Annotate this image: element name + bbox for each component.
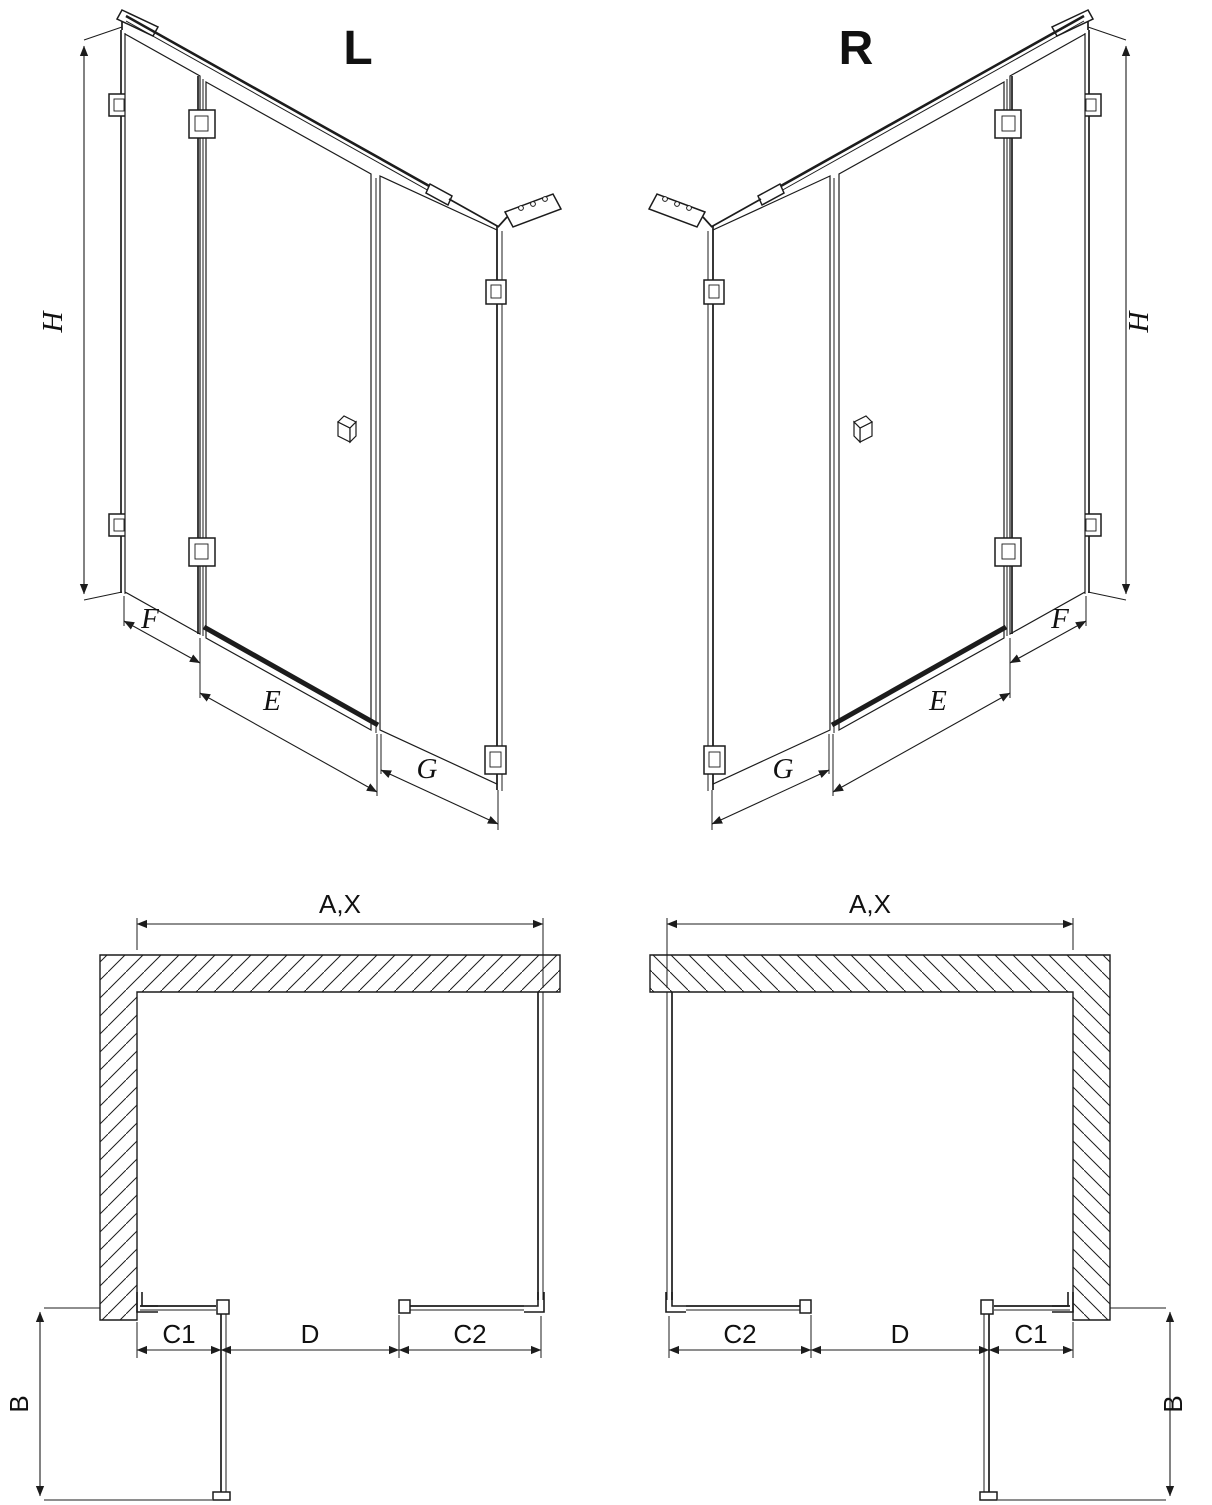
dim-label-side-right: G [773,753,794,785]
dim-label-depth-right: B [1158,1395,1188,1412]
dim-label-width-left: A,X [319,889,361,919]
dim-label-c1-left: C1 [162,1319,195,1349]
iso-right-view [649,10,1126,830]
iso-right-title: R [839,22,874,75]
dim-label-width-right: A,X [849,889,891,919]
iso-left-title: L [343,22,372,75]
dim-label-height-right: H [1123,309,1155,333]
iso-left-view [84,10,561,830]
dim-label-c2-right: C2 [723,1319,756,1349]
dim-label-door-right: E [928,685,947,717]
dim-label-d-right: D [891,1319,910,1349]
dim-label-side-left: G [417,753,438,785]
plan-left-view [40,918,560,1500]
dim-label-c2-left: C2 [453,1319,486,1349]
dim-label-door-left: E [262,685,281,717]
plan-right-view [650,918,1170,1500]
dim-label-d-left: D [301,1319,320,1349]
dim-label-height-left: H [37,309,69,333]
dim-label-fixed-right: F [1050,603,1069,635]
dim-label-depth-left: B [4,1395,34,1412]
dim-label-fixed-left: F [140,603,159,635]
dim-label-c1-right: C1 [1014,1319,1047,1349]
